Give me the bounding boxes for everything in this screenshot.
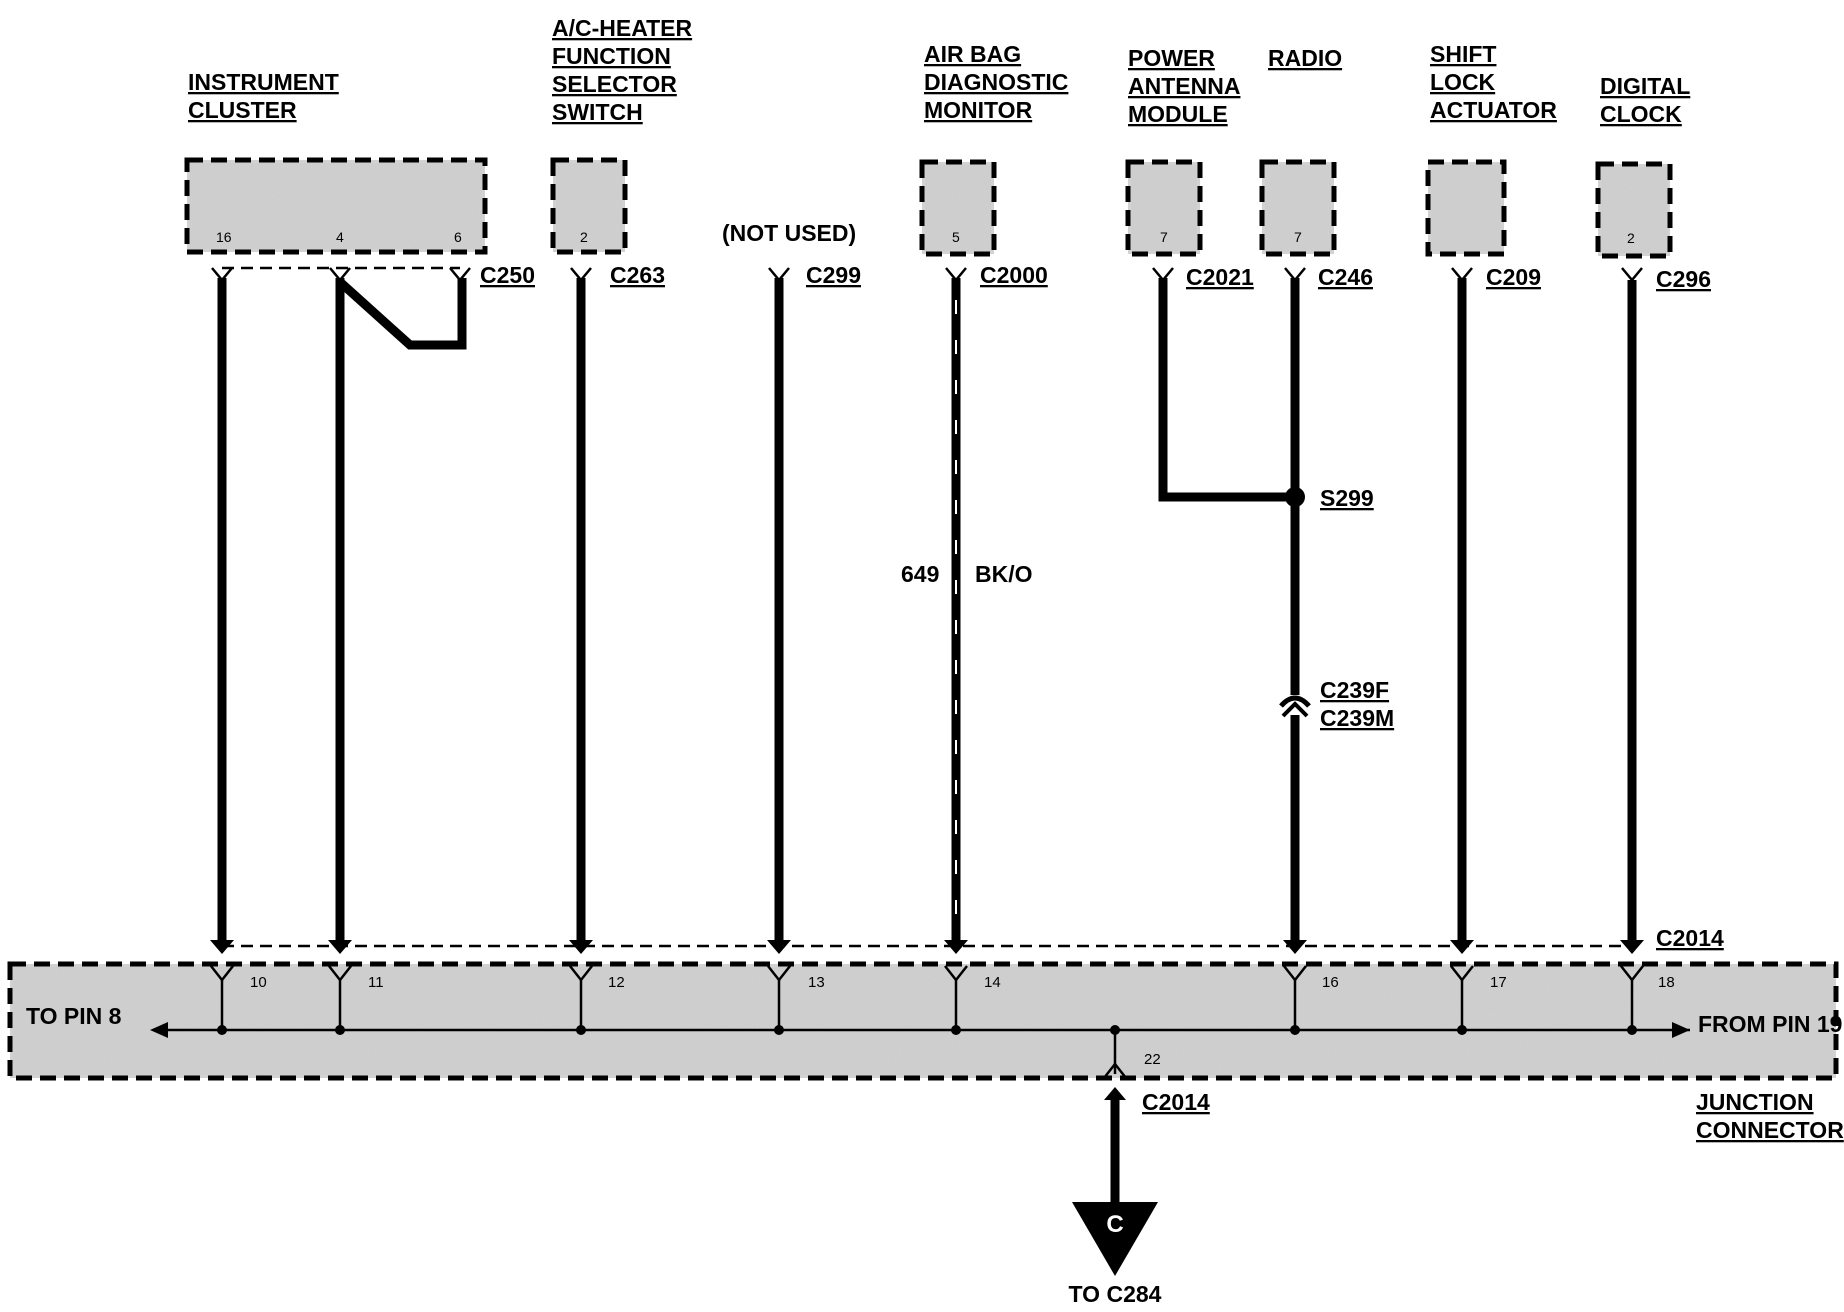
wires — [217, 278, 1637, 940]
c250-label: C250 — [480, 262, 535, 288]
c239f-label: C239F — [1320, 677, 1389, 703]
svg-text:FUNCTION: FUNCTION — [552, 43, 671, 69]
s299-label: S299 — [1320, 485, 1374, 511]
c2014-bottom-label: C2014 — [1142, 1089, 1210, 1115]
svg-text:17: 17 — [1490, 974, 1507, 991]
digital-clock-box: 2 — [1595, 161, 1673, 259]
connector-terminals-top — [211, 267, 1643, 282]
shift-lock-box — [1425, 159, 1507, 257]
svg-text:ANTENNA: ANTENNA — [1128, 73, 1240, 99]
svg-text:A/C-HEATER: A/C-HEATER — [552, 15, 693, 41]
svg-text:MODULE: MODULE — [1128, 101, 1228, 127]
shift-lock-label: SHIFT LOCK ACTUATOR — [1430, 41, 1557, 123]
wire-color: BK/O — [975, 561, 1033, 587]
c299-label: C299 — [806, 262, 861, 288]
svg-text:CLUSTER: CLUSTER — [188, 97, 297, 123]
svg-text:MONITOR: MONITOR — [924, 97, 1033, 123]
svg-text:13: 13 — [808, 974, 825, 991]
to-c284-label: TO C284 — [1069, 1281, 1162, 1307]
instrument-cluster-box: 16 4 6 — [184, 157, 488, 255]
svg-text:CLOCK: CLOCK — [1600, 101, 1682, 127]
c2014-top-label: C2014 — [1656, 925, 1724, 951]
c2000-label: C2000 — [980, 262, 1048, 288]
svg-text:POWER: POWER — [1128, 45, 1215, 71]
svg-text:ACTUATOR: ACTUATOR — [1430, 97, 1557, 123]
svg-text:DIGITAL: DIGITAL — [1600, 73, 1690, 99]
svg-text:SELECTOR: SELECTOR — [552, 71, 677, 97]
c2021-label: C2021 — [1186, 264, 1254, 290]
from-pin-19-label: FROM PIN 19 — [1698, 1011, 1842, 1037]
junction-pin-numbers: 10 11 12 13 14 16 17 18 — [250, 974, 1675, 991]
power-antenna-box: 7 — [1125, 159, 1203, 257]
c246-label: C246 — [1318, 264, 1373, 290]
air-bag-box: 5 — [919, 159, 997, 257]
svg-text:6: 6 — [454, 229, 462, 245]
pin-22-terminal — [1103, 1061, 1127, 1079]
svg-text:10: 10 — [250, 974, 267, 991]
radio-label: RADIO — [1268, 45, 1342, 71]
svg-text:2: 2 — [1627, 230, 1635, 246]
svg-text:5: 5 — [952, 229, 960, 245]
svg-text:16: 16 — [1322, 974, 1339, 991]
pin-22-number: 22 — [1144, 1051, 1161, 1068]
svg-text:DIAGNOSTIC: DIAGNOSTIC — [924, 69, 1068, 95]
svg-text:2: 2 — [580, 229, 588, 245]
svg-text:INSTRUMENT: INSTRUMENT — [188, 69, 339, 95]
c2014-bottom-arrow — [1104, 1087, 1126, 1100]
off-page-connector-icon — [1072, 1202, 1158, 1276]
ac-heater-label: A/C-HEATER FUNCTION SELECTOR SWITCH — [552, 15, 693, 125]
c239m-label: C239M — [1320, 705, 1394, 731]
junction-pin-terminals — [210, 965, 1644, 1030]
c296-label: C296 — [1656, 266, 1711, 292]
digital-clock-label: DIGITAL CLOCK — [1600, 73, 1690, 127]
svg-text:4: 4 — [336, 229, 344, 245]
bus-junction-dots — [217, 1025, 1637, 1035]
splice-s299-dot — [1285, 487, 1305, 507]
inline-connector-c239 — [1279, 695, 1311, 718]
svg-text:7: 7 — [1160, 229, 1168, 245]
svg-text:12: 12 — [608, 974, 625, 991]
svg-text:11: 11 — [368, 974, 384, 991]
junction-connector-label-line2: CONNECTOR — [1696, 1117, 1844, 1143]
svg-text:16: 16 — [216, 229, 232, 245]
svg-text:7: 7 — [1294, 229, 1302, 245]
radio-box: 7 — [1259, 159, 1337, 257]
svg-text:18: 18 — [1658, 974, 1675, 991]
to-pin-8-arrow — [150, 1022, 168, 1038]
instrument-cluster-label: INSTRUMENT CLUSTER — [188, 69, 339, 123]
svg-text:SHIFT: SHIFT — [1430, 41, 1496, 67]
junction-connector-box — [7, 961, 1839, 1081]
ac-heater-box: 2 — [550, 157, 628, 255]
not-used-label: (NOT USED) — [722, 220, 856, 246]
svg-text:SWITCH: SWITCH — [552, 99, 643, 125]
c209-label: C209 — [1486, 264, 1541, 290]
off-page-connector-letter: C — [1106, 1211, 1123, 1238]
air-bag-label: AIR BAG DIAGNOSTIC MONITOR — [924, 41, 1068, 123]
c263-label: C263 — [610, 262, 665, 288]
junction-connector-label-line1: JUNCTION — [1696, 1089, 1814, 1115]
svg-text:LOCK: LOCK — [1430, 69, 1496, 95]
power-antenna-label: POWER ANTENNA MODULE — [1128, 45, 1240, 127]
wire-circuit-number: 649 — [901, 561, 939, 587]
svg-text:14: 14 — [984, 974, 1001, 991]
to-pin-8-label: TO PIN 8 — [26, 1003, 122, 1029]
svg-text:AIR BAG: AIR BAG — [924, 41, 1021, 67]
